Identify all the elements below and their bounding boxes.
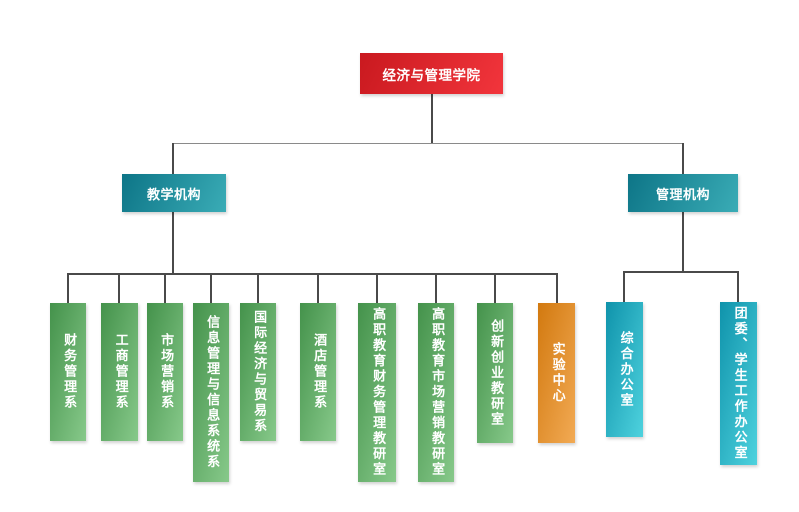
leaf-label: 实验中心: [549, 342, 565, 404]
node-innovation-entrepreneurship-teaching-office: 创新创业教研室: [477, 303, 513, 443]
node-business-administration-dept: 工商管理系: [101, 303, 138, 441]
teaching-branch-label: 教学机构: [146, 187, 201, 203]
connector-management-upper: [682, 143, 684, 175]
connector-teaching-horizontal: [67, 273, 557, 275]
connector-root-drop: [431, 94, 433, 144]
leaf-label: 团委、学生工作办公室: [731, 306, 747, 461]
connector-management-lower: [682, 211, 684, 272]
leaf-label: 酒店管理系: [311, 333, 327, 411]
connector-stub-youth-league: [737, 271, 739, 303]
connector-stub-marketing: [164, 273, 166, 304]
connector-stub-information: [210, 273, 212, 304]
connector-stub-innovation: [494, 273, 496, 304]
node-management-organizations: 管理机构: [628, 174, 738, 212]
leaf-label: 高职教育市场营销教研室: [429, 307, 445, 478]
node-vocational-marketing-teaching-office: 高职教育市场营销教研室: [418, 303, 454, 482]
node-youth-league-student-affairs-office: 团委、学生工作办公室: [720, 302, 757, 465]
leaf-label: 工商管理系: [112, 333, 128, 411]
node-general-office: 综合办公室: [606, 302, 643, 437]
leaf-label: 高职教育财务管理教研室: [370, 307, 386, 478]
node-vocational-finance-teaching-office: 高职教育财务管理教研室: [358, 303, 396, 482]
node-information-management-dept: 信息管理与信息系统系: [193, 303, 229, 482]
management-branch-label: 管理机构: [655, 187, 710, 203]
connector-stub-experiment: [556, 273, 558, 304]
leaf-label: 综合办公室: [617, 330, 633, 409]
node-finance-management-dept: 财务管理系: [50, 303, 86, 441]
root-label: 经济与管理学院: [382, 67, 481, 84]
leaf-label: 财务管理系: [61, 333, 77, 411]
connector-management-horizontal: [623, 271, 738, 273]
connector-level1-horizontal: [172, 143, 683, 144]
connector-teaching-lower: [172, 211, 174, 274]
node-teaching-organizations: 教学机构: [122, 174, 226, 212]
leaf-label: 国际经济与贸易系: [251, 310, 267, 434]
leaf-label: 信息管理与信息系统系: [204, 315, 220, 470]
node-marketing-dept: 市场营销系: [147, 303, 183, 441]
leaf-label: 创新创业教研室: [488, 318, 504, 428]
connector-stub-vocational-marketing: [435, 273, 437, 304]
connector-stub-international: [257, 273, 259, 304]
connector-stub-finance: [67, 273, 69, 304]
node-experiment-center: 实验中心: [538, 303, 575, 443]
leaf-label: 市场营销系: [158, 333, 174, 411]
connector-stub-business: [118, 273, 120, 304]
node-international-economics-trade-dept: 国际经济与贸易系: [240, 303, 276, 441]
connector-teaching-upper: [172, 143, 174, 175]
node-hotel-management-dept: 酒店管理系: [300, 303, 336, 441]
connector-stub-vocational-finance: [376, 273, 378, 304]
connector-stub-general-office: [623, 271, 625, 303]
node-school-of-economics-and-management: 经济与管理学院: [360, 53, 503, 94]
connector-stub-hotel: [317, 273, 319, 304]
